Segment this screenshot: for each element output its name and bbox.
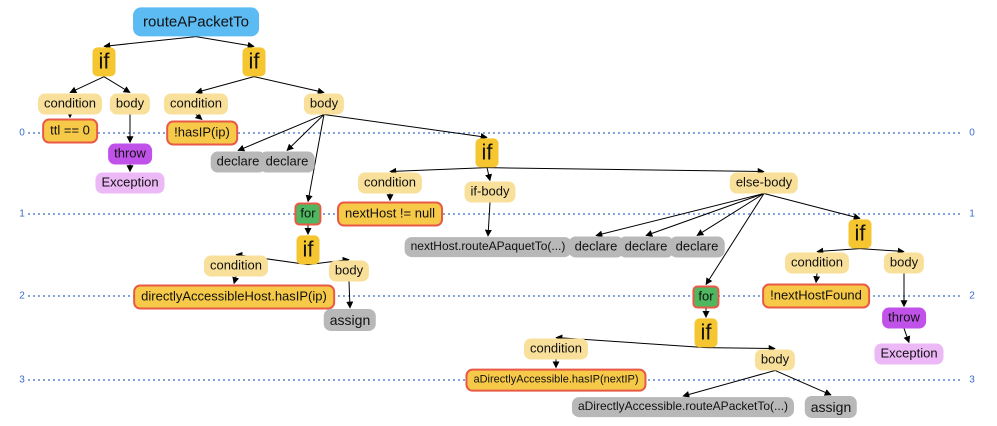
edge-n38-n40 [682,369,776,398]
declare-node-1[interactable]: declare [210,151,266,173]
exception-node-2[interactable]: Exception [874,343,944,365]
edge-n28-n32 [813,273,821,284]
if-node-not-found[interactable]: if [848,219,872,249]
if-node-direct[interactable]: if [296,235,320,265]
edge-n7-n14 [323,113,488,140]
condition-label-direct[interactable]: condition [203,255,269,277]
declare-node-2[interactable]: declare [259,151,315,173]
exception-node-1[interactable]: Exception [95,172,165,194]
body-label-not-found[interactable]: body [883,252,925,274]
condition-not-nexthost-found[interactable]: !nextHostFound [762,283,870,309]
if-node-nexthost[interactable]: if [475,138,499,168]
body-label-adirect[interactable]: body [754,349,796,371]
body-label-direct[interactable]: body [328,260,370,282]
level-label-0-left: 0 [19,127,25,139]
condition-ttl-zero[interactable]: ttl == 0 [42,118,98,144]
declare-node-5[interactable]: declare [669,236,725,258]
if-body-label[interactable]: if-body [464,181,516,203]
edge-n17-n22 [595,192,765,238]
declare-node-4[interactable]: declare [618,236,674,258]
tree-edges [66,36,911,398]
condition-label-not-found[interactable]: condition [784,252,850,274]
edge-n14-n17 [486,167,765,175]
if-node-hasip[interactable]: if [242,47,266,77]
condition-label-hasip[interactable]: condition [163,93,229,115]
assign-node-2[interactable]: assign [804,395,858,419]
edge-n17-n24 [696,193,765,236]
root-node[interactable]: routeAPacketTo [133,7,259,37]
if-node-adirect[interactable]: if [694,318,718,348]
edge-n1-n2 [103,36,197,50]
edge-n25-n28 [816,247,861,255]
edge-n17-n23 [645,192,765,237]
level-label-0-right: 0 [969,127,975,139]
edge-n16-n21 [484,202,492,237]
edge-n27-n33 [346,281,354,309]
edge-n34-n37 [903,328,911,344]
edge-n7-n18 [305,114,325,203]
edge-n17-n31 [705,193,765,286]
level-label-1-right: 1 [969,208,975,220]
condition-adirect-hasip[interactable]: aDirectlyAccessible.hasIP(nextIP) [465,368,647,392]
for-node-2[interactable]: for [692,285,720,309]
if-node-ttl[interactable]: if [92,47,116,77]
edge-n2-n4 [69,76,105,94]
edge-n7-n12 [237,114,325,152]
edge-n14-n15 [389,167,488,175]
condition-label-nexthost[interactable]: condition [357,172,423,194]
edge-n3-n7 [253,76,325,95]
condition-label-adirect[interactable]: condition [523,338,589,360]
edge-n26-n30 [232,276,240,285]
call-adirect-route[interactable]: aDirectlyAccessible.routeAPacketTo(...) [571,397,795,417]
edge-n1-n3 [195,36,255,49]
edge-n14-n16 [485,167,492,182]
edge-n7-n13 [286,114,325,152]
else-body-label[interactable]: else-body [729,172,799,194]
edge-n17-n25 [763,192,861,221]
throw-node-2[interactable]: throw [882,307,926,329]
condition-nexthost-not-null[interactable]: nextHost != null [337,201,443,227]
edge-n6-n9 [194,112,203,120]
edge-n2-n5 [103,76,131,93]
level-label-3-right: 3 [969,374,975,386]
for-node-1[interactable]: for [294,202,322,226]
call-nexthost-route[interactable]: nextHost.routeAPaquetTo(...) [404,237,572,257]
edge-n3-n6 [195,76,255,95]
body-label-hasip[interactable]: body [303,93,345,115]
declare-node-3[interactable]: declare [568,236,624,258]
condition-not-hasip[interactable]: !hasIP(ip) [166,120,238,146]
level-label-3-left: 3 [19,374,25,386]
throw-node-1[interactable]: throw [108,143,152,165]
edge-n25-n29 [859,247,905,255]
level-label-2-right: 2 [969,290,975,302]
level-label-2-left: 2 [19,290,25,302]
level-label-1-left: 1 [19,208,25,220]
edge-n35-n38 [705,344,776,352]
assign-node-1[interactable]: assign [323,308,377,332]
edge-n38-n41 [774,370,832,396]
condition-label-ttl[interactable]: condition [37,93,103,115]
body-label-ttl[interactable]: body [109,93,151,115]
condition-direct-hasip[interactable]: directlyAccessibleHost.hasIP(ip) [133,284,335,310]
